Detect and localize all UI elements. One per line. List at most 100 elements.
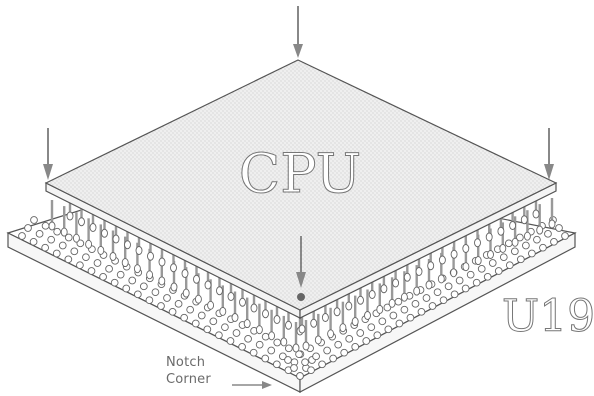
socket-hole: [122, 284, 131, 293]
socket-hole: [128, 276, 137, 285]
socket-hole: [52, 249, 61, 258]
cpu-pin: [548, 198, 556, 229]
cpu-label: CPU: [239, 142, 361, 205]
socket-hole: [215, 331, 223, 340]
socket-hole: [168, 307, 177, 316]
socket-hole: [110, 278, 119, 287]
socket-hole: [494, 267, 503, 275]
socket-hole: [157, 302, 165, 310]
socket-hole: [18, 232, 26, 240]
arrow-right-icon: [544, 128, 554, 180]
socket-hole: [105, 264, 113, 273]
socket-hole: [296, 372, 304, 380]
socket-hole: [394, 297, 403, 306]
cpu-pin: [499, 222, 507, 253]
socket-hole: [197, 311, 206, 320]
cpu-pin: [314, 313, 322, 345]
socket-hole: [191, 319, 200, 328]
socket-side-right: [299, 232, 576, 393]
socket-hole: [272, 360, 281, 369]
socket-hole: [261, 332, 270, 341]
socket-hole: [323, 346, 331, 355]
socket-hole: [488, 259, 497, 267]
socket-label: U19: [502, 291, 594, 342]
cpu-pin: [231, 291, 239, 322]
socket-hole: [53, 227, 62, 236]
arrow-pin1-icon: [296, 236, 306, 288]
socket-hole: [533, 235, 541, 244]
socket-hole: [307, 366, 315, 375]
socket-hole: [504, 239, 513, 248]
cpu-pin: [60, 206, 68, 237]
socket-hole: [345, 334, 354, 343]
socket-hole: [41, 221, 50, 230]
socket-hole: [362, 337, 371, 345]
socket-hole: [35, 229, 44, 238]
cpu-chip-top-face: [44, 59, 558, 311]
socket-hole: [186, 305, 195, 314]
socket-hole: [455, 276, 464, 285]
socket-hole: [99, 272, 107, 281]
cpu-pin: [388, 277, 396, 308]
socket-hole: [444, 282, 453, 291]
cpu-pin: [121, 236, 129, 268]
cpu-pin: [536, 204, 544, 235]
socket-hole: [221, 323, 229, 332]
socket-hole: [555, 224, 563, 232]
socket-hole: [367, 323, 376, 332]
socket-hole: [30, 216, 38, 224]
socket-hole: [244, 334, 252, 343]
socket-hole: [384, 325, 393, 334]
socket-hole: [232, 329, 241, 337]
socket-hole: [340, 348, 349, 357]
socket-hole: [139, 282, 148, 291]
socket-hole: [439, 296, 448, 305]
notch-label-line1: Notch: [166, 355, 206, 370]
socket-hole: [284, 344, 293, 353]
socket-hole: [174, 299, 183, 308]
arrow-notch-icon: [232, 381, 272, 389]
cpu-pin: [72, 212, 80, 243]
socket-hole: [561, 232, 569, 240]
socket-hole: [64, 233, 73, 242]
arrow-left-icon: [43, 128, 53, 180]
socket-hole: [87, 267, 96, 275]
socket-hole: [378, 317, 387, 326]
socket-hole: [312, 352, 320, 361]
cpu-pin: [85, 218, 93, 249]
socket-hole: [510, 247, 519, 256]
socket-hole: [284, 356, 292, 364]
cpu-chip: CPU: [44, 59, 558, 319]
socket-hole: [400, 305, 409, 314]
socket-hole: [461, 284, 470, 293]
socket-hole: [466, 270, 475, 279]
socket-hole: [145, 296, 154, 305]
cpu-pin: [97, 224, 105, 255]
socket-hole: [180, 313, 189, 322]
socket-hole: [528, 249, 536, 258]
socket-hole: [356, 329, 365, 337]
socket-hole: [499, 253, 508, 262]
socket-hole: [261, 354, 270, 363]
socket-hole: [522, 241, 530, 250]
socket-hole: [255, 340, 264, 349]
socket-hole: [351, 342, 360, 351]
socket-hole: [477, 264, 486, 273]
cpu-pin: [302, 320, 310, 351]
socket-hole: [539, 243, 547, 252]
socket-hole: [209, 317, 218, 326]
socket-hole: [24, 224, 32, 232]
pin1-marker-dot: [297, 293, 305, 301]
socket-hole: [47, 235, 56, 244]
socket-hole: [505, 261, 514, 270]
socket-hole: [544, 229, 552, 238]
socket-hole: [406, 313, 415, 322]
socket-hole: [450, 290, 459, 299]
socket-hole: [203, 325, 212, 334]
socket-hole: [238, 342, 246, 351]
socket-hole: [133, 290, 142, 299]
socket-hole: [550, 237, 558, 246]
socket-hole: [373, 331, 382, 340]
socket-hole: [249, 348, 258, 357]
socket-hole: [267, 346, 276, 355]
